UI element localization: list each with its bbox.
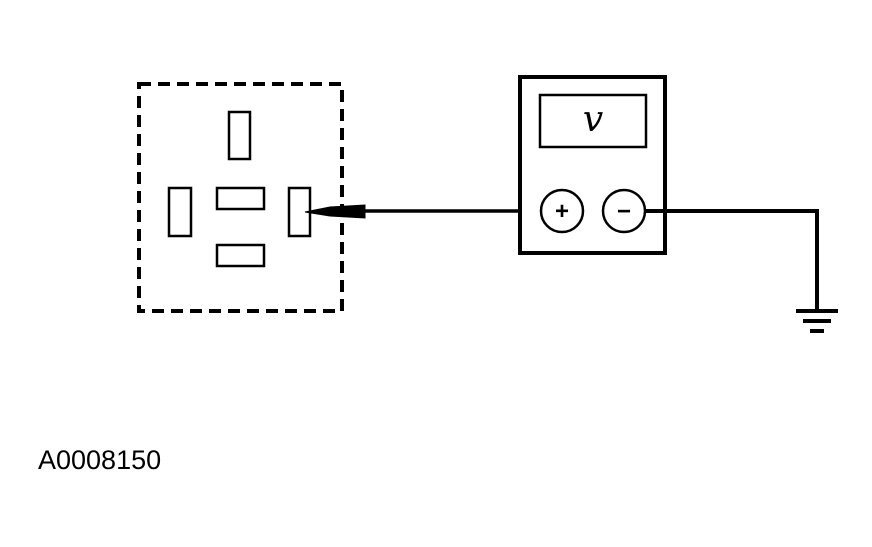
ground-icon [796, 309, 838, 333]
positive-terminal [539, 188, 585, 234]
negative-lead-wire [646, 209, 819, 310]
relay-terminal-center-upper [215, 186, 266, 211]
positive-terminal-label: + [555, 198, 569, 225]
figure-id: A0008150 [38, 445, 162, 475]
voltmeter: v + − [518, 75, 667, 255]
voltmeter-display [538, 93, 648, 149]
negative-terminal [601, 188, 647, 234]
relay-terminal-top [227, 110, 252, 161]
relay-connector-outline [137, 82, 344, 313]
voltmeter-symbol: v [583, 99, 603, 140]
probe-tip [304, 204, 366, 219]
positive-test-lead [304, 204, 540, 219]
relay-connector [137, 82, 344, 313]
negative-ground-lead [646, 209, 838, 333]
relay-terminal-center-lower [215, 243, 266, 268]
relay-terminal-left [167, 186, 193, 238]
negative-terminal-label: − [617, 198, 631, 225]
